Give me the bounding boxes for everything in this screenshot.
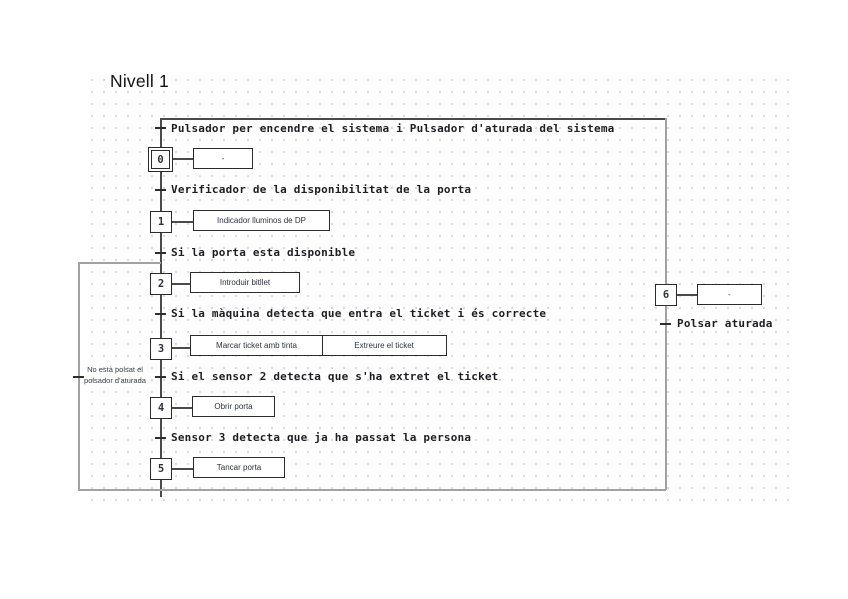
transition-label-3: Si la màquina detecta que entra el ticke… [171, 307, 547, 320]
action-box-4: Obrir porta [192, 396, 275, 417]
action-connector-3 [172, 347, 190, 349]
transition-label-left-loop: No està polsat el polsador d'aturada [84, 365, 146, 385]
transition-tick-3 [155, 313, 166, 315]
action-box-6: - [697, 284, 762, 305]
main-flow-line [160, 118, 162, 497]
transition-tick-4 [155, 376, 166, 378]
step-box-3: 3 [150, 338, 172, 360]
action-box-3b: Extreure el ticket [321, 335, 447, 356]
step-box-6: 6 [655, 284, 677, 306]
bottom-return-line [78, 489, 666, 491]
transition-tick-right-branch [660, 323, 671, 325]
page-title: Nivell 1 [110, 71, 169, 91]
transition-tick-5 [155, 437, 166, 439]
step-number-0: 0 [151, 150, 170, 169]
transition-label-2: Si la porta esta disponible [171, 246, 356, 259]
action-connector-6 [677, 294, 697, 296]
step-box-2: 2 [150, 273, 172, 295]
transition-tick-left-loop [73, 376, 84, 378]
transition-label-right-branch: Polsar aturada [677, 317, 773, 330]
transition-label-0: Pulsador per encendre el sistema i Pulsa… [171, 122, 615, 135]
transition-tick-0 [155, 127, 166, 129]
action-box-3a: Marcar ticket amb tinta [190, 335, 323, 356]
action-box-2: Introduir bitllet [190, 272, 300, 293]
action-box-5: Tancar porta [193, 457, 285, 478]
step-box-0: 0 [148, 147, 173, 172]
step-box-1: 1 [150, 211, 172, 233]
step-box-4: 4 [150, 397, 172, 419]
transition-tick-1 [155, 189, 166, 191]
action-connector-5 [172, 468, 193, 470]
top-branch-line [160, 118, 666, 120]
action-connector-1 [172, 221, 193, 223]
transition-label-5: Sensor 3 detecta que ja ha passat la per… [171, 431, 472, 444]
action-box-0: - [193, 148, 253, 169]
action-connector-0 [173, 158, 193, 160]
transition-label-1: Verificador de la disponibilitat de la p… [171, 183, 472, 196]
step-box-5: 5 [150, 458, 172, 480]
action-connector-4 [172, 407, 192, 409]
action-box-1: Indicador lluminos de DP [193, 210, 330, 231]
action-connector-2 [172, 283, 190, 285]
transition-tick-2 [155, 252, 166, 254]
transition-label-4: Si el sensor 2 detecta que s'ha extret e… [171, 370, 499, 383]
left-loop-top-line [78, 262, 161, 264]
